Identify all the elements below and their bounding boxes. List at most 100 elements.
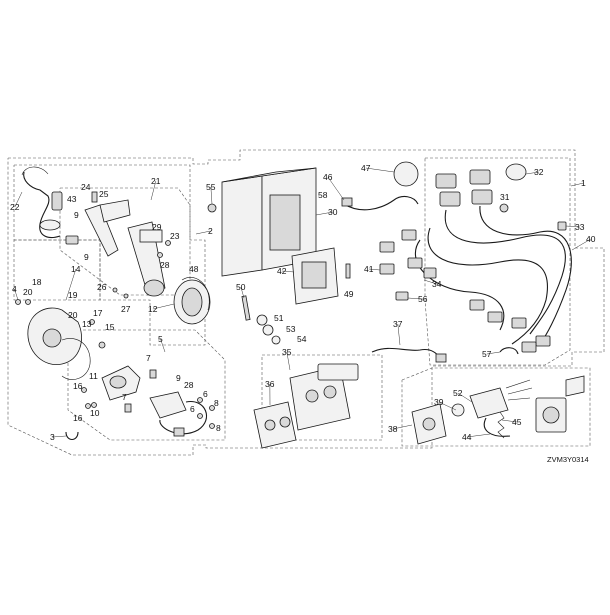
part-35-hole-a: [306, 390, 318, 402]
callout-48: 48: [189, 264, 199, 274]
callout-17: 17: [93, 308, 103, 318]
part-33-clamp: [558, 222, 566, 230]
callout-56: 56: [418, 294, 428, 304]
callout-55: 55: [206, 182, 216, 192]
part-22-hook: [22, 167, 48, 175]
part-57-clip: [500, 348, 518, 354]
callout-36: 36: [265, 379, 275, 389]
part-45-coil: [498, 412, 504, 438]
callout-47: 47: [361, 163, 371, 173]
part-49-bolt: [346, 264, 350, 278]
part-3-clip: [66, 432, 78, 440]
callout-8a: 8: [214, 398, 219, 408]
callout-23: 23: [170, 231, 180, 241]
callout-46: 46: [323, 172, 333, 182]
part-38-plate-hole: [543, 407, 559, 423]
callout-1: 1: [581, 178, 586, 188]
callout-19: 19: [68, 290, 78, 300]
part-52-leads: [506, 380, 532, 400]
callout-13: 13: [82, 319, 92, 329]
part-7-clip-b: [125, 404, 131, 412]
part-6-screw-a: [198, 398, 203, 403]
callout-9c: 9: [176, 373, 181, 383]
part-35-switch-body: [318, 364, 358, 380]
part-40-plug-h: [536, 336, 550, 346]
callout-52: 52: [453, 388, 463, 398]
part-11-knob: [110, 376, 126, 388]
callout-31: 31: [500, 192, 510, 202]
callout-42: 42: [277, 266, 287, 276]
part-40-plug-a: [436, 174, 456, 188]
part-46-cable: [344, 197, 418, 210]
callout-38: 38: [388, 424, 398, 434]
part-38-bracket: [566, 376, 584, 396]
switch-panel-parts: [254, 364, 358, 448]
callout-6b: 6: [190, 404, 195, 414]
callout-30: 30: [328, 207, 338, 217]
part-36-hole-a: [265, 420, 275, 430]
callout-34: 34: [432, 279, 442, 289]
part-41-connector-d: [408, 258, 422, 268]
part-40-trunk-c: [428, 228, 547, 344]
part-15-screw: [99, 342, 105, 348]
callout-9b: 9: [84, 252, 89, 262]
callout-53: 53: [286, 324, 296, 334]
part-51-washer: [257, 315, 267, 325]
callout-21: 21: [151, 176, 161, 186]
part-26-screw: [113, 288, 117, 292]
part-21-boss: [144, 280, 164, 296]
part-41-connector-a: [402, 230, 416, 240]
callout-25: 25: [99, 189, 109, 199]
callout-33: 33: [575, 222, 585, 232]
callout-58: 58: [318, 190, 328, 200]
part-40-plug-d: [472, 190, 492, 204]
part-28-switch: [150, 392, 186, 418]
callout-40: 40: [586, 234, 596, 244]
part-55-bolt: [208, 204, 216, 212]
part-40-plug-e: [470, 300, 484, 310]
part-24-pin: [92, 192, 97, 202]
part-41-connector-b: [380, 242, 394, 252]
part-40-trunk-a: [445, 210, 565, 334]
diagram-code: ZVM3Y0314: [547, 455, 589, 464]
callout-54: 54: [297, 334, 307, 344]
part-40-plug-f: [488, 312, 502, 322]
callout-2: 2: [208, 226, 213, 236]
callout-14: 14: [71, 264, 81, 274]
part-41-connector-c: [380, 264, 394, 274]
part-6-screw-b: [198, 414, 203, 419]
callout-5: 5: [158, 334, 163, 344]
callout-24: 24: [81, 182, 91, 192]
callout-8b: 8: [216, 423, 221, 433]
callout-16b: 16: [73, 413, 83, 423]
part-40-plug-c: [440, 192, 460, 206]
callout-4: 4: [12, 284, 17, 294]
part-30-box-slot: [270, 195, 300, 250]
callout-37: 37: [393, 319, 403, 329]
callout-27: 27: [121, 304, 131, 314]
part-54-washer: [272, 336, 280, 344]
part-20-screw: [26, 300, 31, 305]
callout-9a: 9: [74, 210, 79, 220]
callout-57: 57: [482, 349, 492, 359]
callout-15: 15: [105, 322, 115, 332]
group-outline-5: [68, 330, 225, 440]
part-36-hole-b: [280, 417, 290, 427]
remote-control-parts: [16, 167, 215, 440]
part-50-bolt: [242, 296, 250, 320]
callout-16a: 16: [73, 381, 83, 391]
part-34-connector: [424, 268, 436, 278]
part-4-screw: [16, 300, 21, 305]
part-38-bezel-hole: [423, 418, 435, 430]
part-31-clip: [500, 204, 508, 212]
part-40-plug-i: [522, 342, 536, 352]
part-35-hole-b: [324, 386, 336, 398]
callout-22: 22: [10, 202, 20, 212]
callout-7b: 7: [122, 392, 127, 402]
part-42-label: [302, 262, 326, 288]
part-21-lever-plate: [100, 200, 130, 222]
callout-28a: 28: [160, 260, 170, 270]
part-5-connector: [174, 428, 184, 436]
